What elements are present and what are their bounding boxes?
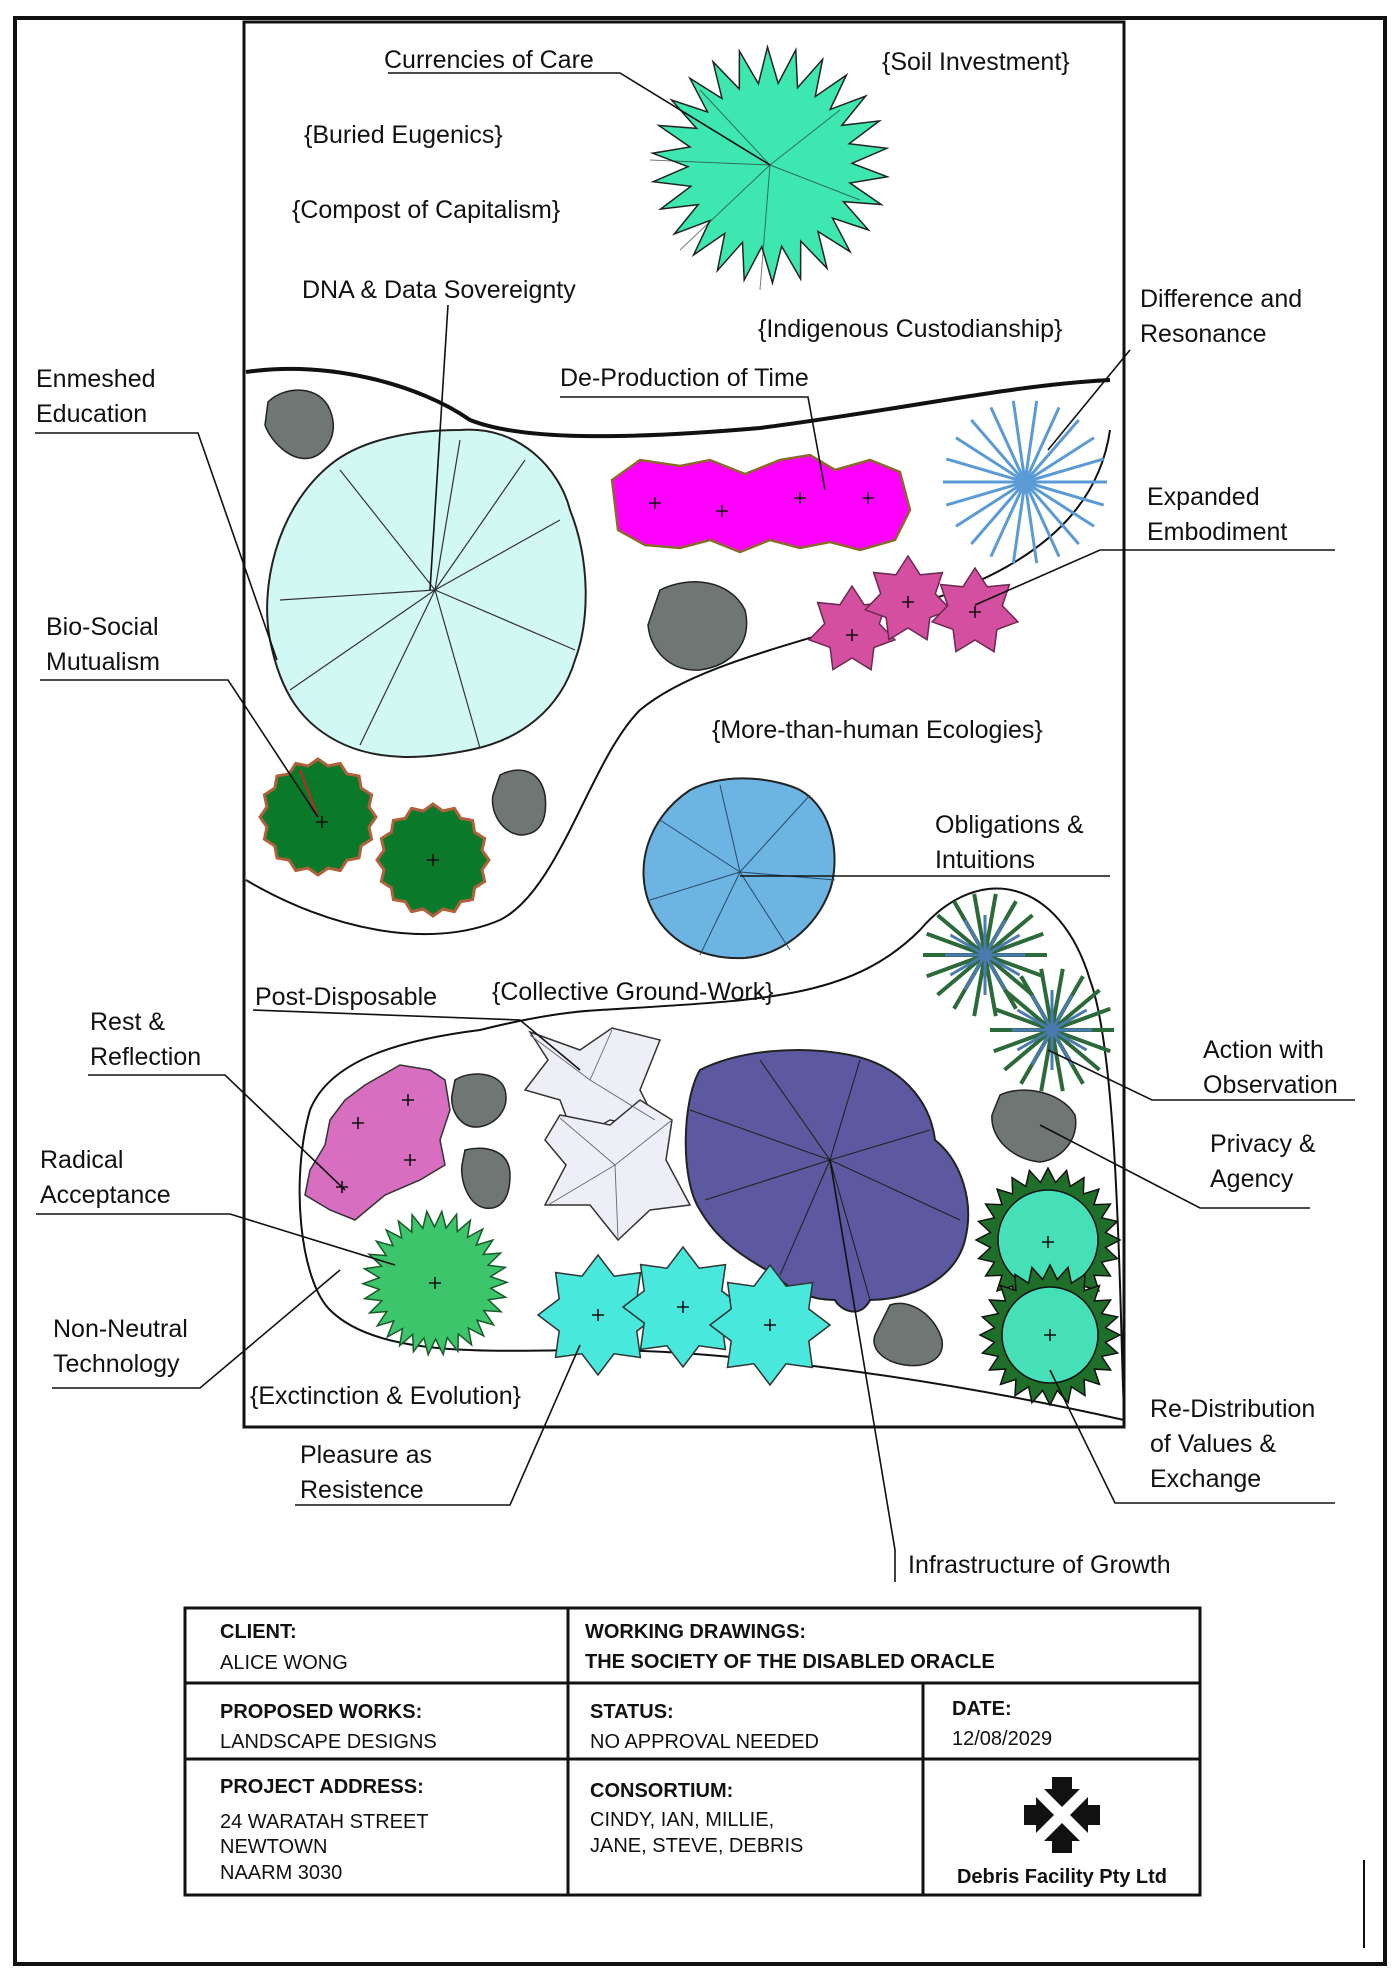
pale-cyan-leaf-plant xyxy=(266,428,587,758)
works-value: LANDSCAPE DESIGNS xyxy=(220,1731,437,1753)
debris-facility-logo xyxy=(1024,1777,1100,1853)
turquoise-star-trio xyxy=(536,1245,832,1387)
label-pleasure-as-resistence: Pleasure as Resistence xyxy=(300,1441,439,1504)
label-compost-of-capitalism: {Compost of Capitalism} xyxy=(292,196,560,224)
label-rest-reflection: Rest & Reflection xyxy=(90,1008,201,1071)
label-indigenous-custodianship: {Indigenous Custodianship} xyxy=(758,315,1062,343)
label-currencies-of-care: Currencies of Care xyxy=(384,46,594,74)
label-re-distribution: Re-Distribution of Values & Exchange xyxy=(1150,1395,1322,1493)
drawings-label: WORKING DRAWINGS: xyxy=(585,1621,806,1643)
lime-shrub-plant xyxy=(360,1209,510,1357)
address-line-1: 24 WARATAH STREET xyxy=(220,1811,429,1833)
sheet-border xyxy=(13,16,1387,1966)
labels: Currencies of Care {Soil Investment} {Bu… xyxy=(36,46,1338,1579)
label-buried-eugenics: {Buried Eugenics} xyxy=(304,121,503,149)
drawings-value: THE SOCIETY OF THE DISABLED ORACLE xyxy=(585,1651,995,1673)
label-extinction-evolution: {Exctinction & Evolution} xyxy=(250,1382,521,1410)
label-collective-ground-work: {Collective Ground-Work} xyxy=(492,978,774,1006)
client-value: ALICE WONG xyxy=(220,1652,348,1674)
label-action-with-observation: Action with Observation xyxy=(1203,1036,1338,1099)
label-privacy-agency: Privacy & Agency xyxy=(1210,1130,1323,1193)
rock-group xyxy=(264,389,1077,1367)
garden-bed-middle xyxy=(245,429,1111,936)
pink-star-cluster xyxy=(807,554,1020,671)
white-star-leaf-pair xyxy=(523,1027,692,1242)
date-label: DATE: xyxy=(952,1698,1012,1720)
site-boundary xyxy=(242,20,1126,1429)
title-block: CLIENT: ALICE WONG WORKING DRAWINGS: THE… xyxy=(183,1606,1202,1897)
address-label: PROJECT ADDRESS: xyxy=(220,1776,424,1798)
mint-flower-pair xyxy=(974,1166,1122,1407)
consortium-line-2: JANE, STEVE, DEBRIS xyxy=(590,1835,803,1857)
client-label: CLIENT: xyxy=(220,1621,297,1643)
label-difference-and-resonance: Difference and Resonance xyxy=(1140,285,1309,348)
label-enmeshed-education: Enmeshed Education xyxy=(36,365,162,428)
date-value: 12/08/2029 xyxy=(952,1728,1052,1750)
label-bio-social-mutualism: Bio-Social Mutualism xyxy=(46,613,166,676)
consortium-label: CONSORTIUM: xyxy=(590,1780,733,1802)
label-dna-data-sovereignty: DNA & Data Sovereignty xyxy=(302,276,576,304)
label-de-production-of-time: De-Production of Time xyxy=(560,364,809,392)
label-expanded-embodiment: Expanded Embodiment xyxy=(1147,483,1287,546)
green-flower-pair xyxy=(258,757,491,918)
status-label: STATUS: xyxy=(590,1701,674,1723)
magenta-bed-plant xyxy=(610,453,912,554)
garden-edge-top xyxy=(245,366,1111,439)
label-soil-investment: {Soil Investment} xyxy=(882,48,1070,76)
leader-lines xyxy=(35,72,1355,1582)
violet-leaf-plant xyxy=(684,1049,970,1313)
label-infrastructure-of-growth: Infrastructure of Growth xyxy=(908,1551,1171,1579)
label-more-than-human-ecologies: {More-than-human Ecologies} xyxy=(712,716,1043,744)
label-radical-acceptance: Radical Acceptance xyxy=(40,1146,171,1209)
orchid-bed-plant xyxy=(304,1064,451,1221)
status-value: NO APPROVAL NEEDED xyxy=(590,1731,819,1753)
address-line-2: NEWTOWN xyxy=(220,1836,327,1858)
label-non-neutral-technology: Non-Neutral Technology xyxy=(53,1315,195,1378)
label-post-disposable: Post-Disposable xyxy=(255,983,437,1011)
consortium-line-1: CINDY, IAN, MILLIE, xyxy=(590,1809,774,1831)
works-label: PROPOSED WORKS: xyxy=(220,1701,422,1723)
green-blue-burst-pair xyxy=(923,893,1114,1092)
blue-burst-plant xyxy=(943,400,1107,564)
mint-star-plant xyxy=(649,44,891,291)
label-obligations-intuitions: Obligations & Intuitions xyxy=(935,811,1091,874)
address-line-3: NAARM 3030 xyxy=(220,1862,342,1884)
company-name: Debris Facility Pty Ltd xyxy=(957,1866,1167,1888)
sky-blue-leaf-plant xyxy=(642,777,836,960)
